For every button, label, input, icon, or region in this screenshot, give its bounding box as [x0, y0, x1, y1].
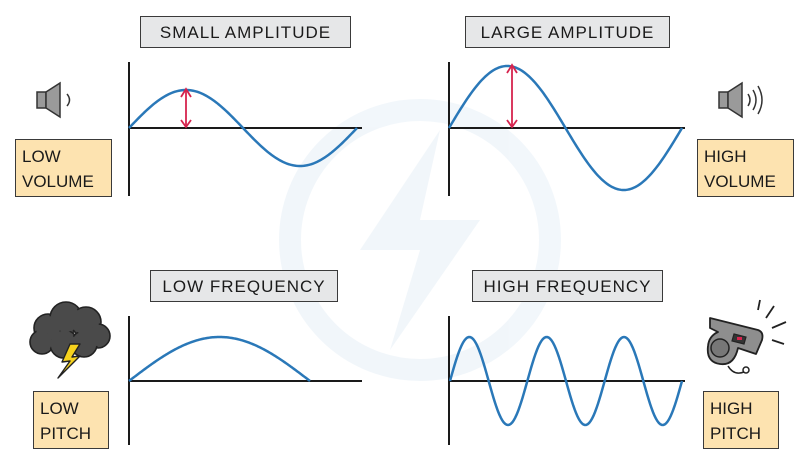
high-frequency-title: HIGH FREQUENCY — [472, 270, 663, 302]
large-amplitude-wave — [447, 64, 684, 192]
small-amplitude-wave — [128, 88, 358, 168]
high-volume-line-1: HIGH — [704, 147, 747, 166]
high-frequency-wave — [448, 335, 684, 427]
watermark-logo — [279, 99, 561, 381]
low-pitch-label: LOW PITCH — [33, 391, 109, 449]
high-pitch-label: HIGH PITCH — [703, 391, 779, 449]
small-amplitude-title: SMALL AMPLITUDE — [140, 16, 351, 48]
large-amplitude-title: LARGE AMPLITUDE — [465, 16, 670, 48]
large-amplitude-arrow — [506, 63, 518, 129]
low-volume-label: LOW VOLUME — [15, 139, 112, 197]
low-volume-line-1: LOW — [22, 147, 61, 166]
high-pitch-line-2: PITCH — [710, 424, 761, 443]
whistle-icon — [706, 299, 787, 374]
high-volume-line-2: VOLUME — [704, 172, 776, 191]
low-frequency-wave — [128, 335, 311, 382]
low-pitch-line-1: LOW — [40, 399, 79, 418]
thundercloud-icon — [29, 301, 111, 379]
small-amplitude-arrow — [180, 87, 192, 129]
high-pitch-line-1: HIGH — [710, 399, 753, 418]
speaker-one-wave-icon — [36, 81, 71, 119]
speaker-three-waves-icon — [718, 81, 763, 119]
low-pitch-line-2: PITCH — [40, 424, 91, 443]
low-frequency-title: LOW FREQUENCY — [150, 270, 338, 302]
low-volume-line-2: VOLUME — [22, 172, 94, 191]
high-volume-label: HIGH VOLUME — [697, 139, 794, 197]
